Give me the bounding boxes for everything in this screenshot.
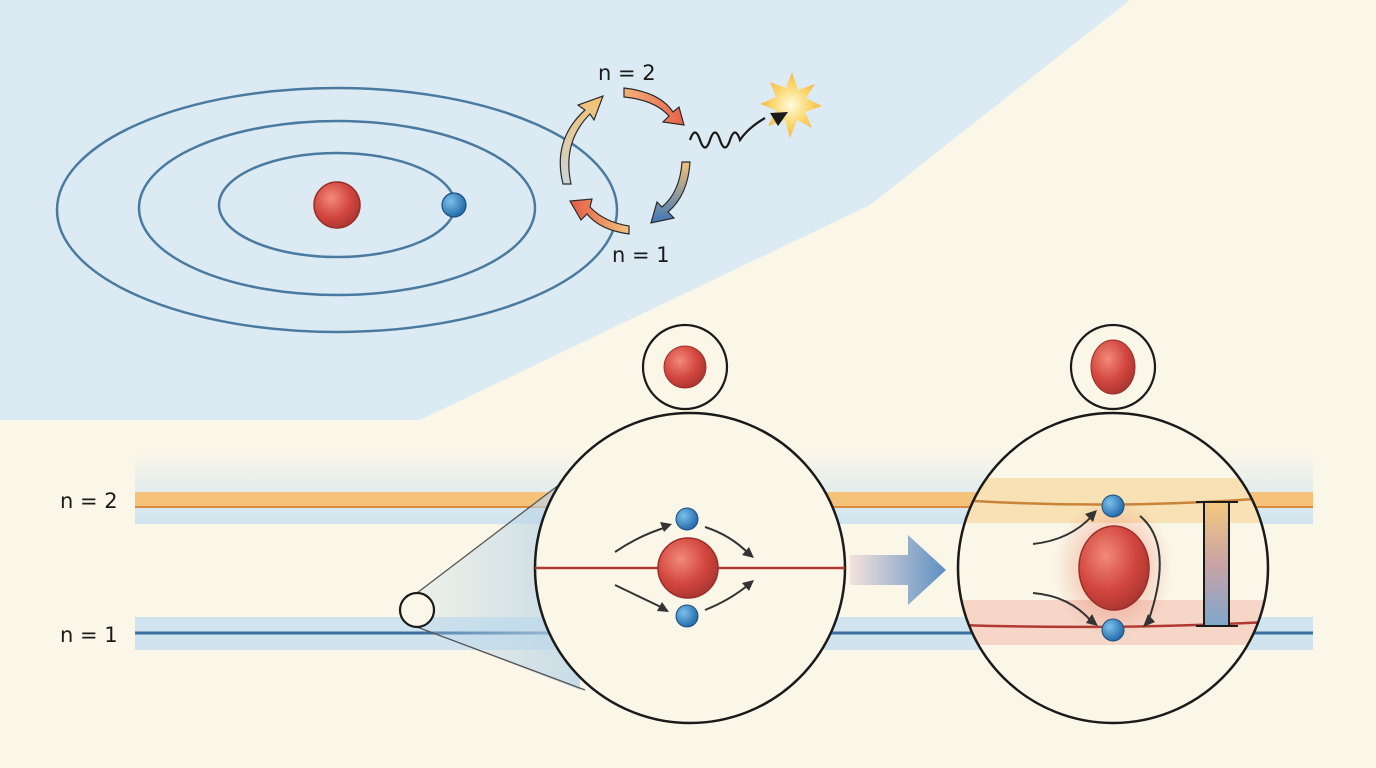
photon: [688, 72, 822, 149]
orbit-outer: [55, 86, 619, 334]
arrow-right-icon: [623, 87, 685, 126]
zoom-view-before: [533, 411, 847, 725]
blue-region: [0, 0, 1130, 420]
photon-arrowhead-icon: [770, 112, 788, 126]
magnifier-spot: [398, 591, 436, 629]
zoom-view-after: [956, 411, 1270, 725]
electron-top: [675, 507, 699, 531]
arrow-left-icon: [569, 198, 630, 235]
orbit-middle: [137, 119, 537, 297]
transition-arrow-icon: [850, 535, 946, 605]
nucleus: [313, 181, 361, 229]
electron-bottom: [675, 604, 699, 628]
arrow-down-icon: [650, 161, 691, 224]
arrow-up-icon: [559, 94, 605, 185]
flow-arrowheads-icon: [657, 522, 754, 612]
transition-cycle: [559, 87, 691, 235]
wavy-photon-icon: [688, 117, 766, 149]
magnifier-cone: [417, 470, 580, 690]
electron-top: [1101, 494, 1125, 518]
electron-bottom: [1101, 618, 1125, 642]
cycle-label-n1: n = 1: [612, 243, 670, 267]
cycle-label-n2: n = 2: [598, 61, 656, 85]
energy-gap-bar: [1203, 501, 1230, 627]
flow-arrowheads-icon: [1085, 510, 1155, 627]
electron: [441, 192, 467, 218]
nucleus: [1078, 525, 1150, 611]
level-label-n1: n = 1: [60, 623, 118, 647]
level-label-n2: n = 2: [60, 489, 118, 513]
nucleus: [657, 537, 719, 599]
